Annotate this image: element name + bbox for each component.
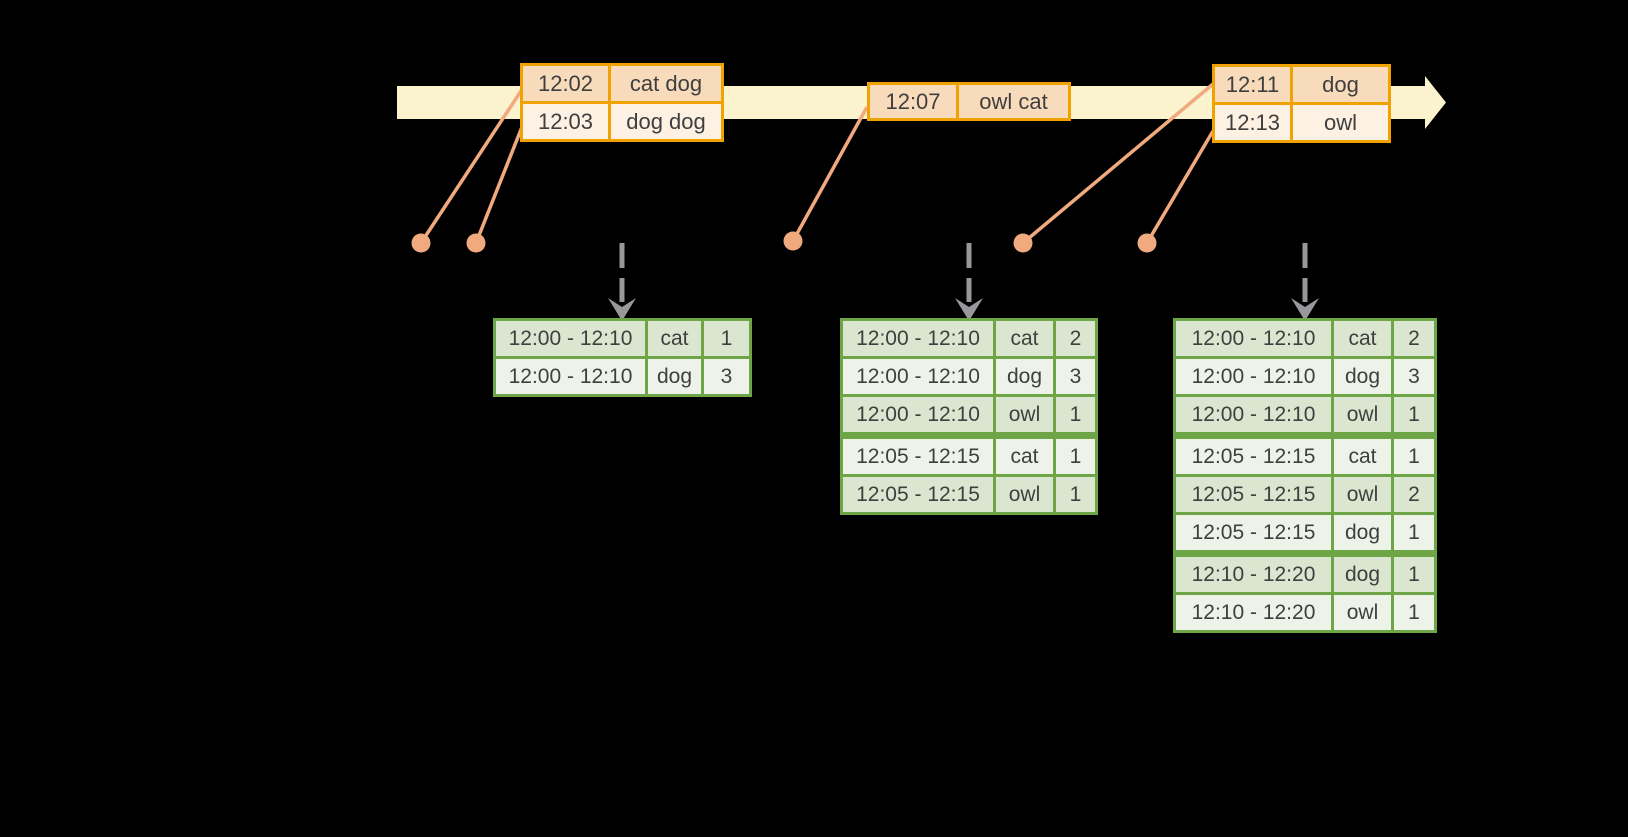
trigger-arrow-head-icon (1291, 298, 1319, 321)
word-cell: cat (1331, 439, 1391, 474)
word-cell: cat (993, 321, 1053, 356)
event-connectors (411, 82, 1215, 253)
window-cell: 12:05 - 12:15 (1176, 477, 1331, 512)
words-cell: cat dog (608, 66, 721, 101)
word-cell: dog (1331, 359, 1391, 394)
window-cell: 12:05 - 12:15 (1176, 515, 1331, 550)
event-connector-line (474, 126, 524, 244)
word-cell: dog (1331, 515, 1391, 550)
event-dot-icon (783, 231, 803, 251)
count-cell: 3 (1391, 359, 1434, 394)
window-cell: 12:00 - 12:10 (496, 321, 645, 356)
count-cell: 3 (701, 359, 749, 394)
words-cell: owl (1290, 105, 1388, 140)
timeline-arrow-head-icon (1425, 76, 1446, 129)
window-cell: 12:00 - 12:10 (1176, 359, 1331, 394)
count-cell: 1 (701, 321, 749, 356)
event-dot-icon (1013, 233, 1033, 253)
event-connector-line (1021, 82, 1215, 245)
event-dot-icon (1137, 233, 1157, 253)
word-cell: owl (993, 397, 1053, 432)
word-cell: dog (1331, 557, 1391, 592)
word-cell: owl (1331, 595, 1391, 630)
event-connector-line (1145, 130, 1215, 244)
window-cell: 12:00 - 12:10 (1176, 321, 1331, 356)
event-dot-icon (411, 233, 431, 253)
trigger-arrow-head-icon (955, 298, 983, 321)
window-cell: 12:10 - 12:20 (1176, 595, 1331, 630)
count-cell: 1 (1053, 397, 1095, 432)
window-cell: 12:05 - 12:15 (843, 477, 993, 512)
count-cell: 1 (1391, 595, 1434, 630)
count-cell: 2 (1391, 321, 1434, 356)
time-cell: 12:07 (870, 85, 956, 118)
window-cell: 12:05 - 12:15 (843, 439, 993, 474)
words-cell: dog dog (608, 104, 721, 139)
window-cell: 12:00 - 12:10 (843, 359, 993, 394)
count-cell: 1 (1391, 557, 1434, 592)
event-connector-line (419, 90, 523, 244)
count-cell: 1 (1053, 477, 1095, 512)
count-cell: 1 (1391, 439, 1434, 474)
count-cell: 1 (1053, 439, 1095, 474)
word-cell: cat (645, 321, 701, 356)
window-cell: 12:00 - 12:10 (496, 359, 645, 394)
trigger-arrows (608, 243, 1319, 321)
window-cell: 12:00 - 12:10 (1176, 397, 1331, 432)
event-connector-line (791, 106, 869, 242)
word-cell: cat (1331, 321, 1391, 356)
count-cell: 3 (1053, 359, 1095, 394)
window-cell: 12:00 - 12:10 (843, 397, 993, 432)
count-cell: 1 (1391, 515, 1434, 550)
word-cell: cat (993, 439, 1053, 474)
count-cell: 2 (1053, 321, 1095, 356)
word-cell: owl (1331, 477, 1391, 512)
trigger-arrow-head-icon (608, 298, 636, 321)
time-cell: 12:02 (523, 66, 608, 101)
word-cell: dog (645, 359, 701, 394)
window-cell: 12:05 - 12:15 (1176, 439, 1331, 474)
time-cell: 12:11 (1215, 67, 1290, 102)
count-cell: 2 (1391, 477, 1434, 512)
words-cell: owl cat (956, 85, 1068, 118)
time-cell: 12:13 (1215, 105, 1290, 140)
time-cell: 12:03 (523, 104, 608, 139)
words-cell: dog (1290, 67, 1388, 102)
word-cell: dog (993, 359, 1053, 394)
event-dot-icon (466, 233, 486, 253)
count-cell: 1 (1391, 397, 1434, 432)
word-cell: owl (993, 477, 1053, 512)
word-cell: owl (1331, 397, 1391, 432)
window-cell: 12:10 - 12:20 (1176, 557, 1331, 592)
window-cell: 12:00 - 12:10 (843, 321, 993, 356)
